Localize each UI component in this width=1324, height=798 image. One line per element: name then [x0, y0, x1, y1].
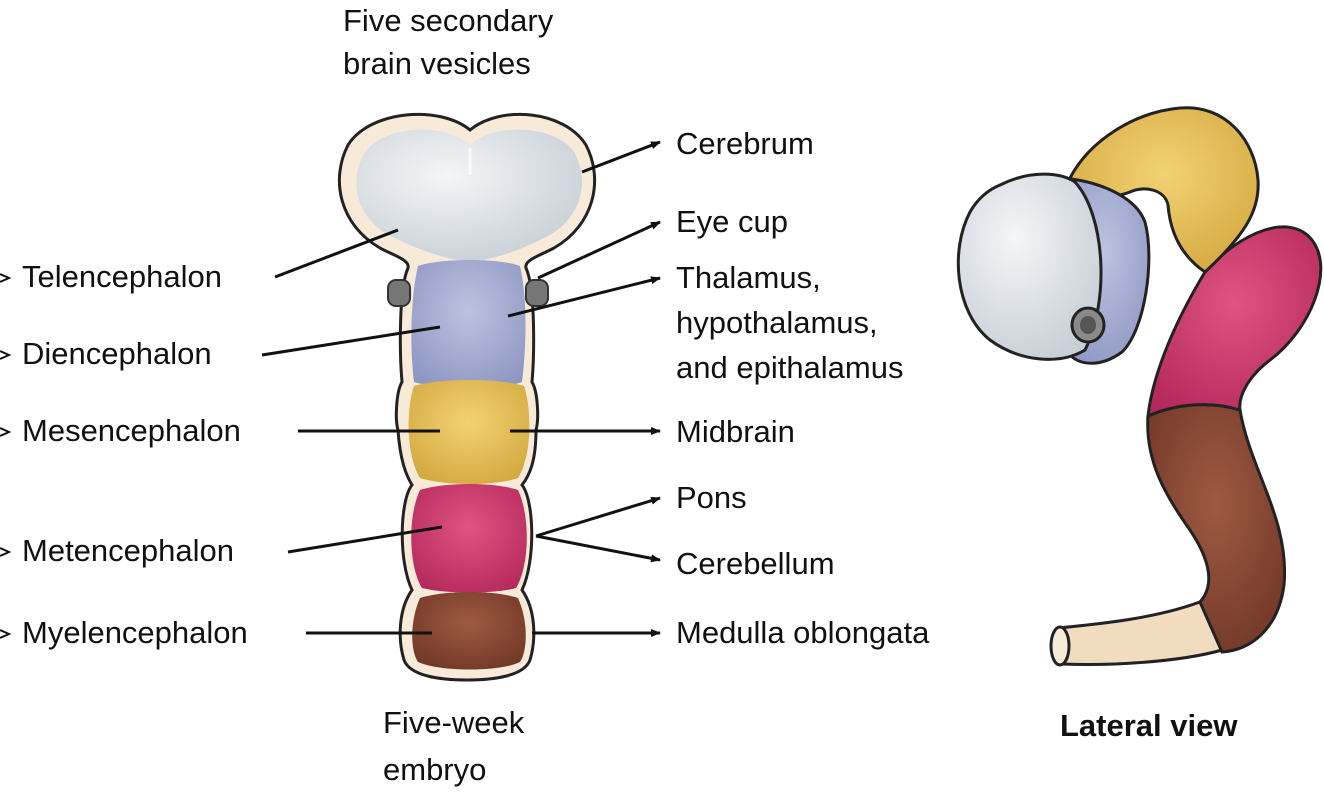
lateral-telencephalon [956, 172, 1103, 361]
arrow-stub-myelencephalon [0, 629, 12, 639]
top-title-line2: brain vesicles [343, 46, 531, 81]
arrow-stub-metencephalon [0, 547, 12, 557]
label-cerebrum: Cerebrum [676, 126, 814, 161]
label-metencephalon: Metencephalon [22, 533, 234, 568]
mesencephalon-vesicle [408, 380, 530, 484]
label-diencephalon: Diencephalon [22, 336, 212, 371]
label-myelencephalon: Myelencephalon [22, 615, 248, 650]
arrow-stub-diencephalon [0, 350, 12, 360]
lateral-spinal-cord [1056, 598, 1224, 666]
label-mesencephalon: Mesencephalon [22, 413, 241, 448]
right-labels: Cerebrum Eye cup Thalamus, hypothalamus,… [507, 126, 930, 650]
arrow-pons [535, 496, 661, 538]
arrow-eye-cup [537, 220, 661, 280]
arrow-stub-telencephalon [0, 273, 12, 283]
leader-metencephalon [287, 525, 443, 554]
lateral-view [956, 106, 1323, 667]
left-labels: Telencephalon Diencephalon Mesencephalon… [0, 228, 443, 650]
lateral-eye-lens [1080, 316, 1096, 334]
leader-telencephalon [274, 228, 399, 279]
lateral-metencephalon [1146, 225, 1323, 419]
arrow-thalamus [507, 276, 661, 318]
lateral-spinal-cord-end [1049, 625, 1071, 667]
label-midbrain: Midbrain [676, 414, 795, 449]
arrow-stub-mesencephalon [0, 427, 12, 437]
leader-diencephalon [261, 325, 441, 357]
label-pons: Pons [676, 480, 747, 515]
lateral-view-caption: Lateral view [1060, 708, 1238, 743]
eye-cup-right [525, 279, 549, 307]
arrow-cerebrum [581, 140, 661, 174]
label-cerebellum: Cerebellum [676, 546, 835, 581]
bottom-caption-line2: embryo [383, 752, 486, 787]
label-medulla: Medulla oblongata [676, 615, 930, 650]
label-thalamus-line2: hypothalamus, [676, 305, 878, 340]
myelencephalon-vesicle [412, 592, 526, 670]
diencephalon-vesicle [411, 260, 526, 388]
eye-cup-left [387, 279, 411, 307]
label-thalamus-line1: Thalamus, [676, 260, 821, 295]
label-telencephalon: Telencephalon [22, 259, 222, 294]
arrow-cerebellum [535, 534, 661, 563]
label-eye-cup: Eye cup [676, 204, 788, 239]
metencephalon-vesicle [411, 484, 527, 593]
telencephalon-vesicle [356, 129, 582, 262]
vesicle-column [337, 112, 597, 682]
lateral-mesencephalon [1068, 106, 1260, 274]
label-thalamus-line3: and epithalamus [676, 350, 904, 385]
top-title-line1: Five secondary [343, 3, 554, 38]
bottom-caption-line1: Five-week [383, 705, 525, 740]
